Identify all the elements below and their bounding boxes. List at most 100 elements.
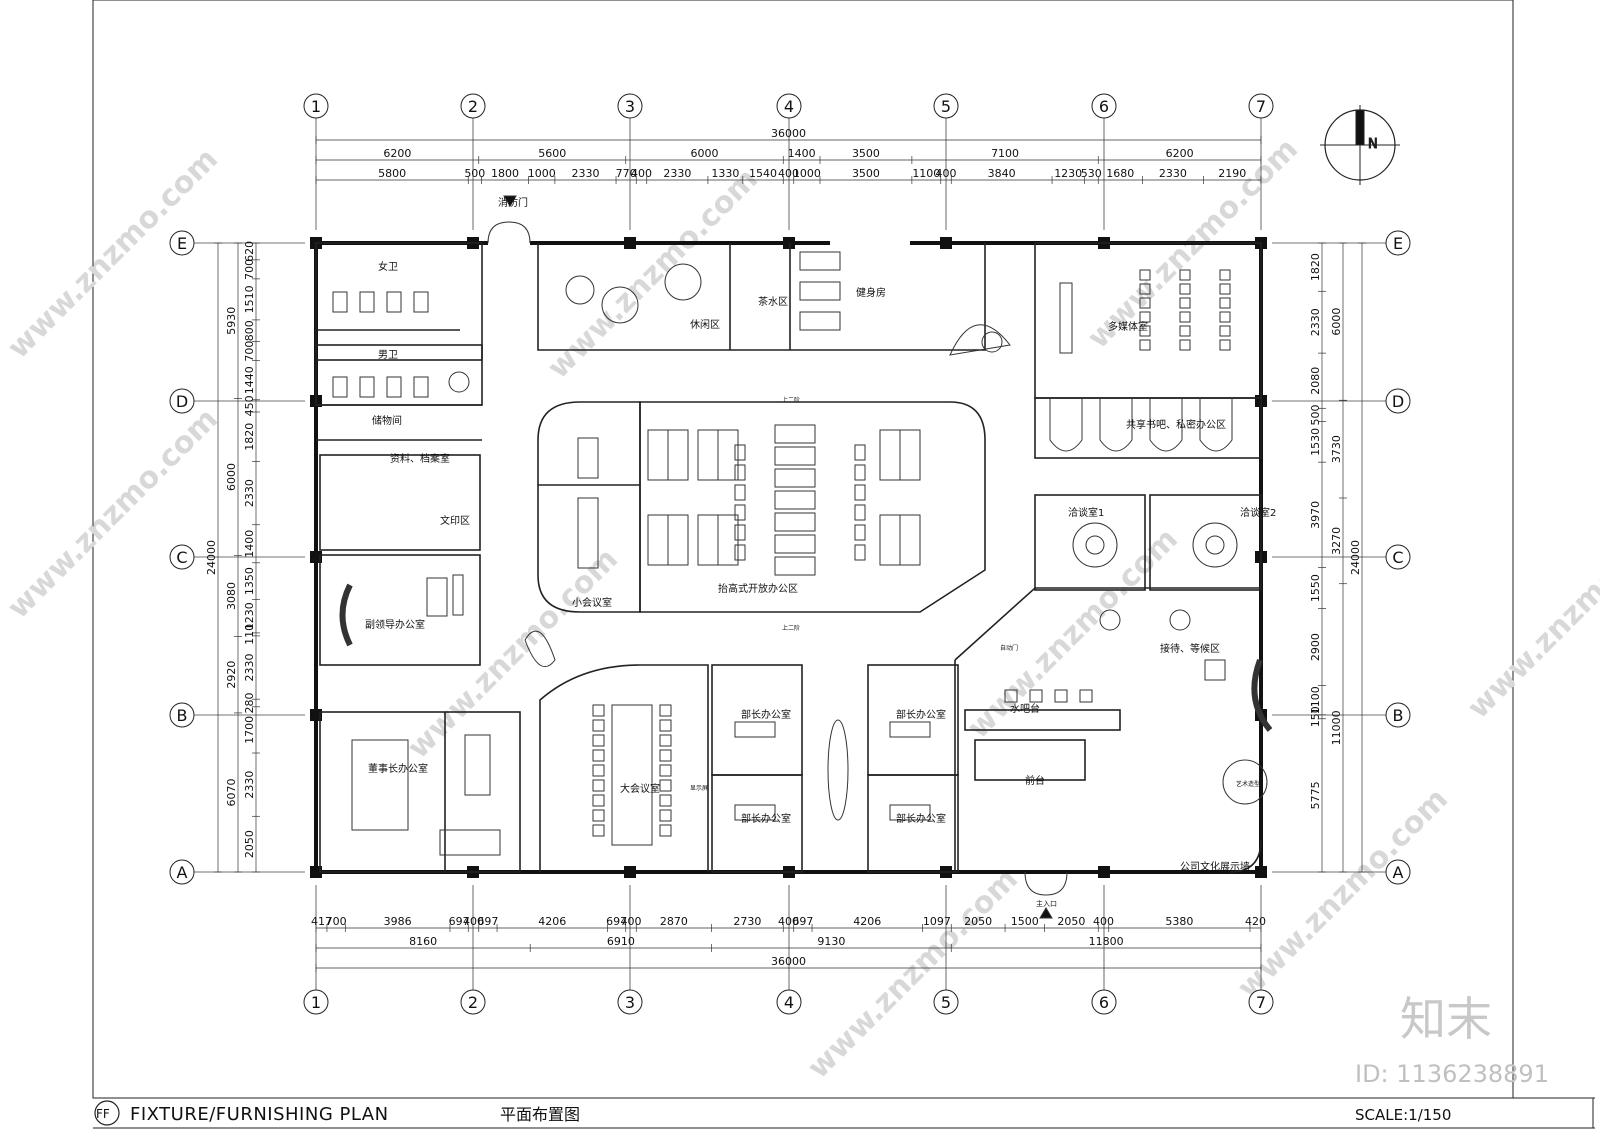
dim-value: 5380 bbox=[1165, 915, 1193, 928]
meeting-chair bbox=[659, 824, 672, 837]
axis-bubble-row bbox=[1385, 544, 1411, 570]
meeting-chair bbox=[659, 764, 672, 777]
axis-bubble-col bbox=[1091, 989, 1117, 1015]
dim-value: 800 bbox=[243, 320, 256, 341]
dim-value: 2050 bbox=[964, 915, 992, 928]
dim-value: 2330 bbox=[663, 167, 691, 180]
meeting-chair bbox=[659, 734, 672, 747]
axis-bubble-col bbox=[617, 989, 643, 1015]
workstation bbox=[774, 534, 816, 554]
axis-bubble-col bbox=[303, 989, 329, 1015]
axis-label-col: 3 bbox=[625, 993, 635, 1012]
multimedia-seat bbox=[1179, 297, 1191, 309]
multimedia-seat bbox=[1219, 339, 1231, 351]
multimedia-seat bbox=[1139, 283, 1151, 295]
axis-label-row: B bbox=[1393, 706, 1404, 725]
workstation bbox=[774, 556, 816, 576]
axis-label-col: 6 bbox=[1099, 97, 1109, 116]
dim-value: 1100 bbox=[912, 167, 940, 180]
dim-value: 11000 bbox=[1330, 710, 1343, 745]
watermark-url: www.znzmo.com bbox=[1, 142, 225, 366]
dim-value: 3840 bbox=[988, 167, 1016, 180]
dim-value: 3730 bbox=[1330, 435, 1343, 463]
axis-label-row: B bbox=[177, 706, 188, 725]
dim-value: 1440 bbox=[243, 366, 256, 394]
axis-label-col: 7 bbox=[1256, 97, 1266, 116]
single-desk bbox=[854, 544, 866, 561]
watermark-url: www.znzmo.com bbox=[1, 402, 225, 626]
multimedia-seat bbox=[1179, 311, 1191, 323]
axis-bubble-row bbox=[169, 230, 195, 256]
axis-bubble-col bbox=[1248, 989, 1274, 1015]
axis-label-col: 1 bbox=[311, 993, 321, 1012]
structural-column bbox=[310, 551, 322, 563]
structural-column bbox=[310, 709, 322, 721]
meeting-chair bbox=[592, 824, 605, 837]
label-print: 文印区 bbox=[440, 514, 470, 527]
multimedia-seating bbox=[1139, 269, 1231, 351]
axis-bubble-row bbox=[1385, 230, 1411, 256]
label-large-meeting: 大会议室 bbox=[620, 782, 660, 795]
axis-label-col: 4 bbox=[784, 993, 794, 1012]
axis-label-col: 3 bbox=[625, 97, 635, 116]
workstation-clusters bbox=[647, 424, 921, 576]
single-desk bbox=[854, 484, 866, 501]
dim-value: 400 bbox=[631, 167, 652, 180]
dim-value: 500 bbox=[464, 167, 485, 180]
label-dept-office-1: 部长办公室 bbox=[741, 708, 791, 721]
single-desk bbox=[854, 444, 866, 461]
axis-label-row: A bbox=[1393, 863, 1404, 882]
dim-value: 5800 bbox=[378, 167, 406, 180]
structural-column bbox=[624, 866, 636, 878]
dim-value: 2900 bbox=[1309, 633, 1322, 661]
dim-value: 1230 bbox=[1054, 167, 1082, 180]
label-art-piece: 艺术造型 bbox=[1236, 780, 1260, 788]
axis-bubble-row bbox=[169, 544, 195, 570]
dim-value: 1700 bbox=[243, 716, 256, 744]
dim-value: 1330 bbox=[711, 167, 739, 180]
dim-value: 420 bbox=[1245, 915, 1266, 928]
dim-value: 8160 bbox=[409, 935, 437, 948]
label-dept-office-3: 部长办公室 bbox=[896, 708, 946, 721]
multimedia-seat bbox=[1219, 311, 1231, 323]
dim-value: 7100 bbox=[991, 147, 1019, 160]
structural-column bbox=[940, 237, 952, 249]
meeting-chair bbox=[592, 779, 605, 792]
structural-column bbox=[624, 237, 636, 249]
dim-value: 1097 bbox=[923, 915, 951, 928]
dim-value: 1230 bbox=[243, 602, 256, 630]
dim-value: 24000 bbox=[205, 540, 218, 575]
dim-value: 2190 bbox=[1218, 167, 1246, 180]
dim-value: 1100 bbox=[1309, 686, 1322, 714]
dim-value: 1000 bbox=[793, 167, 821, 180]
label-shared-bar: 共享书吧、私密办公区 bbox=[1126, 418, 1226, 431]
label-display-screen: 显示屏 bbox=[690, 785, 708, 792]
dim-value: 6000 bbox=[691, 147, 719, 160]
label-open-office: 抬高式开放办公区 bbox=[718, 582, 798, 595]
label-lounge: 休闲区 bbox=[690, 318, 720, 331]
dim-value: 3500 bbox=[852, 167, 880, 180]
watermark-id: ID: 1136238891 bbox=[1355, 1060, 1549, 1088]
dim-value: 1820 bbox=[243, 423, 256, 451]
meeting-chair bbox=[592, 734, 605, 747]
label-culture-wall: 公司文化展示墙 bbox=[1180, 860, 1250, 873]
multimedia-seat bbox=[1219, 325, 1231, 337]
dim-value: 400 bbox=[936, 167, 957, 180]
dim-value: 1820 bbox=[1309, 253, 1322, 281]
label-gym: 健身房 bbox=[856, 286, 886, 299]
label-up-stairs-north: 上二阶 bbox=[782, 396, 800, 404]
large-meeting-seating bbox=[592, 704, 672, 837]
axis-label-row: E bbox=[177, 234, 187, 253]
dim-value: 150 bbox=[1309, 706, 1322, 727]
dim-value: 700 bbox=[243, 259, 256, 280]
structural-column bbox=[1255, 866, 1267, 878]
axis-label-col: 5 bbox=[941, 993, 951, 1012]
dim-value: 2050 bbox=[243, 830, 256, 858]
dim-value: 5600 bbox=[538, 147, 566, 160]
dim-value: 2870 bbox=[660, 915, 688, 928]
axis-bubble-col bbox=[776, 93, 802, 119]
axis-label-row: E bbox=[1393, 234, 1403, 253]
single-desk bbox=[854, 504, 866, 521]
